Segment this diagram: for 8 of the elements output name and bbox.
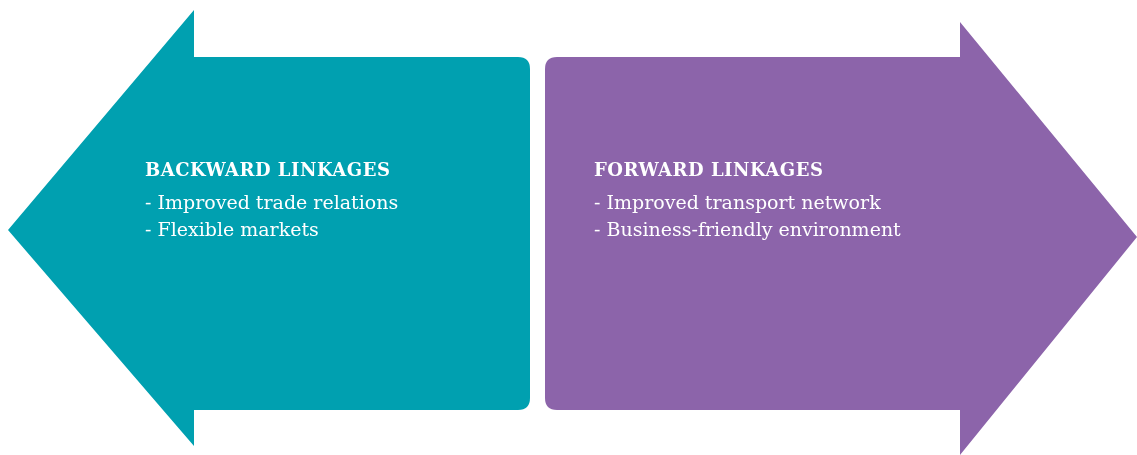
arrow-shape — [545, 22, 1137, 455]
heading: FORWARD LINKAGES — [594, 158, 824, 182]
arrow-shape — [8, 10, 532, 446]
list-item: - Improved transport network — [594, 190, 881, 215]
list-item: - Improved trade relations — [145, 190, 399, 215]
heading: BACKWARD LINKAGES — [145, 158, 391, 182]
list-item: - Business-friendly environment — [594, 217, 901, 242]
list-item: - Flexible markets — [145, 217, 319, 242]
